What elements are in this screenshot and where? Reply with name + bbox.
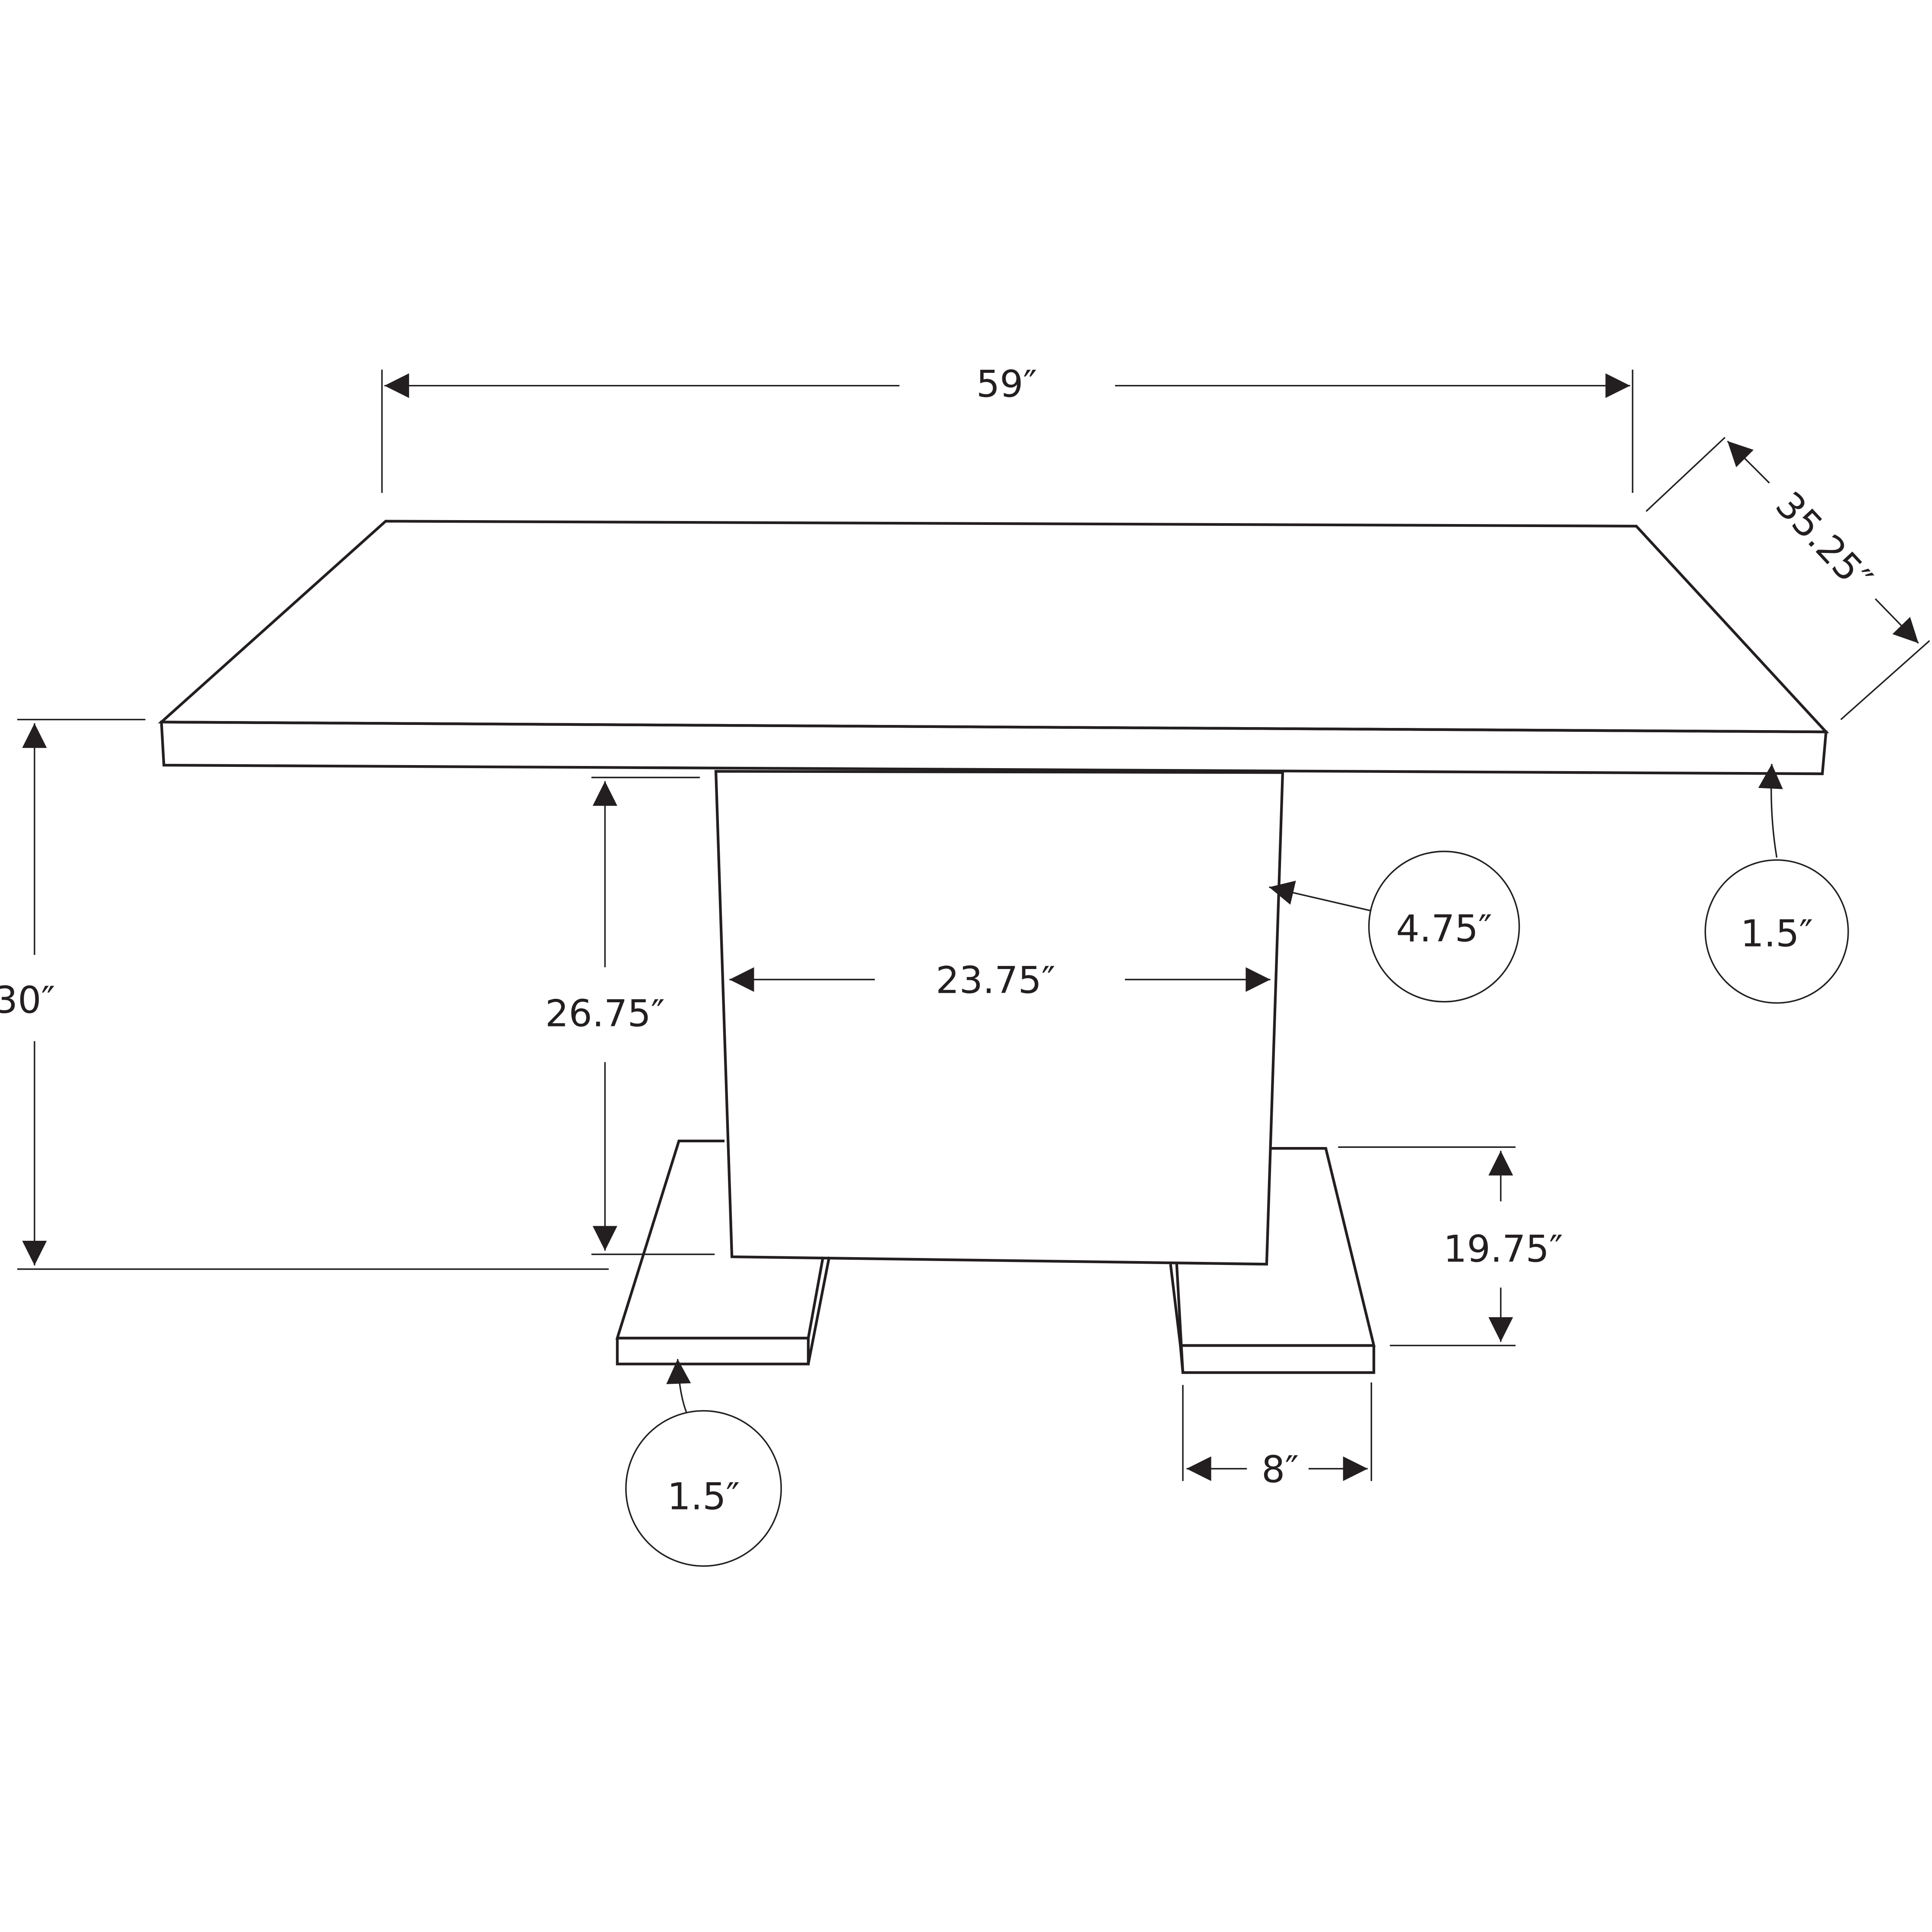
callout-top-thickness: 1.5″ — [1704, 764, 1849, 1004]
svg-text:19.75″: 19.75″ — [1443, 1228, 1563, 1271]
dimension-width: 59″ — [381, 363, 1633, 493]
dimension-foot-width: 8″ — [1182, 1382, 1373, 1491]
dimension-pedestal-width: 23.75″ — [729, 960, 1271, 1002]
dimension-height: 30″ — [0, 718, 609, 1270]
svg-text:8″: 8″ — [1262, 1449, 1299, 1491]
svg-text:4.75″: 4.75″ — [1396, 908, 1492, 950]
svg-text:1.5″: 1.5″ — [1741, 912, 1813, 955]
dimension-depth: 35.25″ — [1646, 437, 1930, 720]
callout-pedestal-thickness: 4.75″ — [1269, 851, 1520, 1003]
callout-foot-thickness: 1.5″ — [625, 1359, 782, 1567]
svg-text:30″: 30″ — [0, 979, 55, 1022]
dimension-foot-height: 19.75″ — [1338, 1146, 1563, 1347]
pedestal — [714, 770, 1284, 1266]
svg-text:35.25″: 35.25″ — [1767, 484, 1880, 601]
table-top — [158, 520, 1829, 775]
right-foot — [1169, 1147, 1376, 1374]
svg-text:1.5″: 1.5″ — [667, 1476, 740, 1519]
svg-text:59″: 59″ — [976, 363, 1037, 406]
left-foot — [615, 1139, 831, 1366]
dimension-pedestal-height: 26.75″ — [545, 776, 715, 1255]
svg-text:26.75″: 26.75″ — [545, 993, 665, 1036]
svg-text:23.75″: 23.75″ — [936, 960, 1055, 1002]
